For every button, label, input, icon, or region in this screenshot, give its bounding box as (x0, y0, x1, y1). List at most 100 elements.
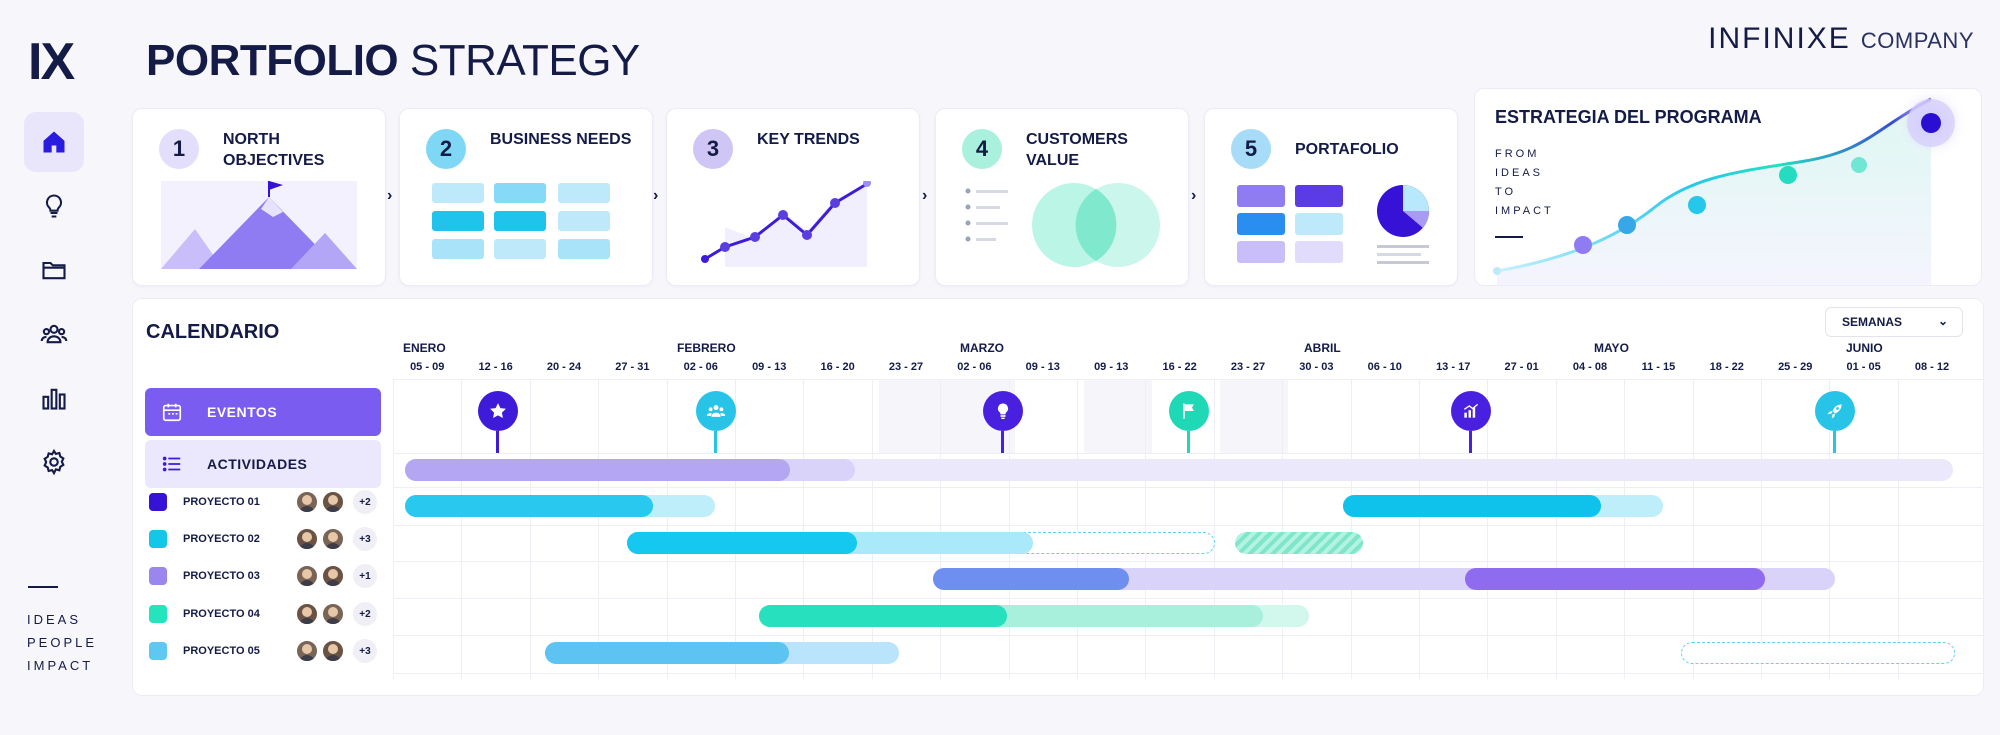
rocket-icon (1827, 404, 1842, 419)
project-bar[interactable] (627, 532, 857, 554)
brand-name: INFINIXE (1708, 22, 1851, 55)
folder-icon (42, 261, 66, 280)
sidebar-item-reports[interactable] (24, 368, 84, 428)
grid-line (1761, 379, 1762, 679)
step-card-key-trends[interactable]: 3 KEY TRENDS (666, 108, 920, 286)
more-members-badge[interactable]: +2 (353, 602, 377, 626)
sidebar-item-home[interactable] (24, 112, 84, 172)
calendar-panel: CALENDARIO SEMANAS ⌄ EVENTOS ACTIVIDADES… (132, 298, 1985, 696)
chevron-right-icon: › (922, 187, 928, 204)
month-label: MAYO (1594, 341, 1629, 355)
actividades-button[interactable]: ACTIVIDADES (145, 440, 381, 488)
avatar (321, 639, 345, 663)
grid-line (1009, 379, 1010, 679)
home-icon (43, 131, 65, 153)
calendar-icon (159, 399, 185, 425)
milestone-pin[interactable] (696, 391, 736, 431)
view-select[interactable]: SEMANAS ⌄ (1825, 307, 1963, 337)
week-label: 04 - 08 (1572, 361, 1608, 373)
project-swatch (149, 493, 167, 511)
month-label: MARZO (960, 341, 1004, 355)
avatar (321, 490, 345, 514)
sidebar-tagline: IDEAS PEOPLE IMPACT (27, 608, 97, 677)
step-card-business-needs[interactable]: 2 BUSINESS NEEDS (399, 108, 653, 286)
project-swatch (149, 605, 167, 623)
month-label: JUNIO (1846, 341, 1883, 355)
week-shade (879, 379, 947, 453)
strategy-title: ESTRATEGIA DEL PROGRAMA (1495, 107, 1762, 127)
avatar (321, 564, 345, 588)
grid-row-line (393, 525, 1985, 526)
project-row-02[interactable]: PROYECTO 02 +3 (149, 526, 377, 552)
more-members-badge[interactable]: +1 (353, 564, 377, 588)
eventos-button[interactable]: EVENTOS (145, 388, 381, 436)
step-number: 1 (159, 129, 199, 169)
strategy-card[interactable]: ESTRATEGIA DEL PROGRAMA FROM IDEAS TO IM… (1474, 88, 1982, 286)
gear-icon (43, 448, 65, 476)
milestone-pin[interactable] (1169, 391, 1209, 431)
sidebar-item-files[interactable] (24, 240, 84, 300)
more-members-badge[interactable]: +3 (353, 527, 377, 551)
project-bar[interactable] (1343, 495, 1601, 517)
eventos-label: EVENTOS (207, 404, 278, 420)
tagline-word: IDEAS (27, 612, 82, 627)
step-card-customers-value[interactable]: 4 CUSTOMERS VALUE (935, 108, 1189, 286)
grid-line (1351, 379, 1352, 679)
grid-row-line (393, 379, 1985, 380)
growth-curve-illustration (1493, 89, 1969, 285)
week-shade (1084, 379, 1152, 453)
project-bar[interactable] (405, 495, 653, 517)
week-label: 05 - 09 (410, 361, 445, 373)
grid-line (1556, 379, 1557, 679)
portfolio-illustration (1237, 185, 1430, 264)
milestone-stem (714, 431, 717, 453)
milestone-pin[interactable] (1451, 391, 1491, 431)
project-swatch (149, 530, 167, 548)
project-bar[interactable] (1465, 568, 1765, 590)
avatar (295, 639, 319, 663)
chart-icon (1463, 403, 1479, 418)
grid-row-line (393, 561, 1985, 562)
week-label: 27 - 01 (1504, 361, 1539, 373)
milestone-stem (1001, 431, 1004, 453)
grid-line (1829, 379, 1830, 679)
week-label: 30 - 03 (1299, 361, 1334, 373)
step-card-north-objectives[interactable]: 1 NORTH OBJECTIVES (132, 108, 386, 286)
tagline-word: IMPACT (27, 658, 94, 673)
sidebar-item-settings[interactable] (24, 432, 84, 492)
step-label: PORTAFOLIO (1295, 141, 1399, 158)
more-members-badge[interactable]: +2 (353, 490, 377, 514)
project-bar[interactable] (545, 642, 789, 664)
sidebar-item-ideas[interactable] (24, 176, 84, 236)
step-card-portafolio[interactable]: 5 PORTAFOLIO (1204, 108, 1458, 286)
milestone-pin[interactable] (478, 391, 518, 431)
project-row-04[interactable]: PROYECTO 04 +2 (149, 601, 377, 627)
project-bar[interactable] (933, 568, 1129, 590)
week-label: 25 - 29 (1778, 361, 1813, 373)
project-bar-planned[interactable] (1681, 642, 1955, 664)
milestone-pin[interactable] (1815, 391, 1855, 431)
app-logo[interactable]: IX (28, 33, 75, 91)
milestone-pin[interactable] (983, 391, 1023, 431)
month-label: ABRIL (1304, 341, 1341, 355)
week-shade (1220, 379, 1288, 453)
project-bar[interactable] (759, 605, 1007, 627)
month-label: ENERO (403, 341, 446, 355)
project-name: PROYECTO 01 (183, 496, 260, 508)
grid-line (1419, 379, 1420, 679)
project-row-03[interactable]: PROYECTO 03 +1 (149, 563, 377, 589)
venn-illustration (965, 183, 1160, 267)
project-row-01[interactable]: PROYECTO 01 +2 (149, 489, 377, 515)
grid-line (530, 379, 531, 679)
activity-bar[interactable] (405, 459, 790, 481)
sidebar-item-team[interactable] (24, 304, 84, 364)
users-icon (40, 324, 68, 344)
project-row-05[interactable]: PROYECTO 05 +3 (149, 638, 377, 664)
grid-row-line (393, 453, 1985, 454)
tagline-word: PEOPLE (27, 635, 98, 650)
project-bar-forecast[interactable] (1235, 532, 1363, 554)
week-label: 02 - 06 (957, 361, 992, 373)
avatar (295, 527, 319, 551)
more-members-badge[interactable]: +3 (353, 639, 377, 663)
week-label: 16 - 22 (1162, 361, 1197, 373)
